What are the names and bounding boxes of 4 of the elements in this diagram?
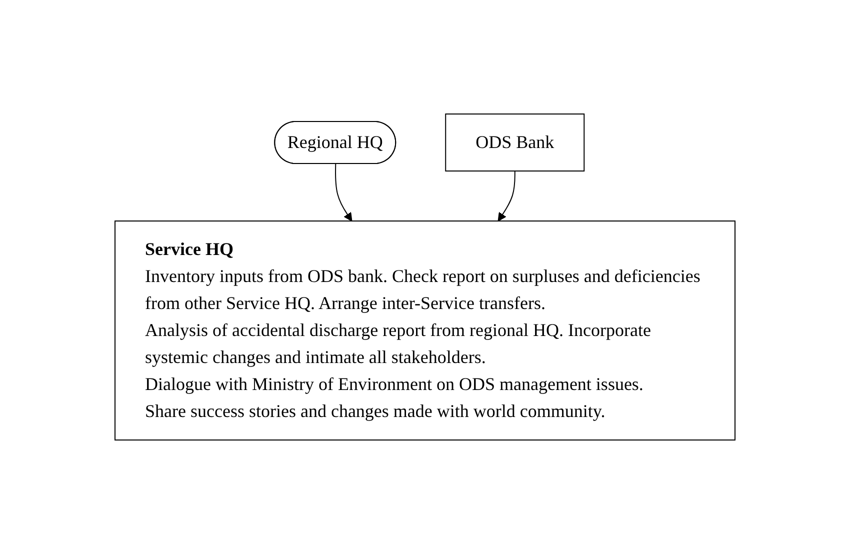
arrow (334, 163, 352, 221)
node-box: Service HQ Inventory inputs from ODS bank. Check report on surpluses and deficiencies from other Service HQ. Arrange inter-Service transfers. Analysis of accidental discharge report from regional HQ. Incorporate systemic changes and intimate all stakeholders. Dialogue with Ministry of Environment on ODS management issues. Share success stories and changes made with world community. (114, 220, 735, 440)
arrow (497, 170, 515, 221)
node-box: ODS Bank (444, 113, 584, 171)
